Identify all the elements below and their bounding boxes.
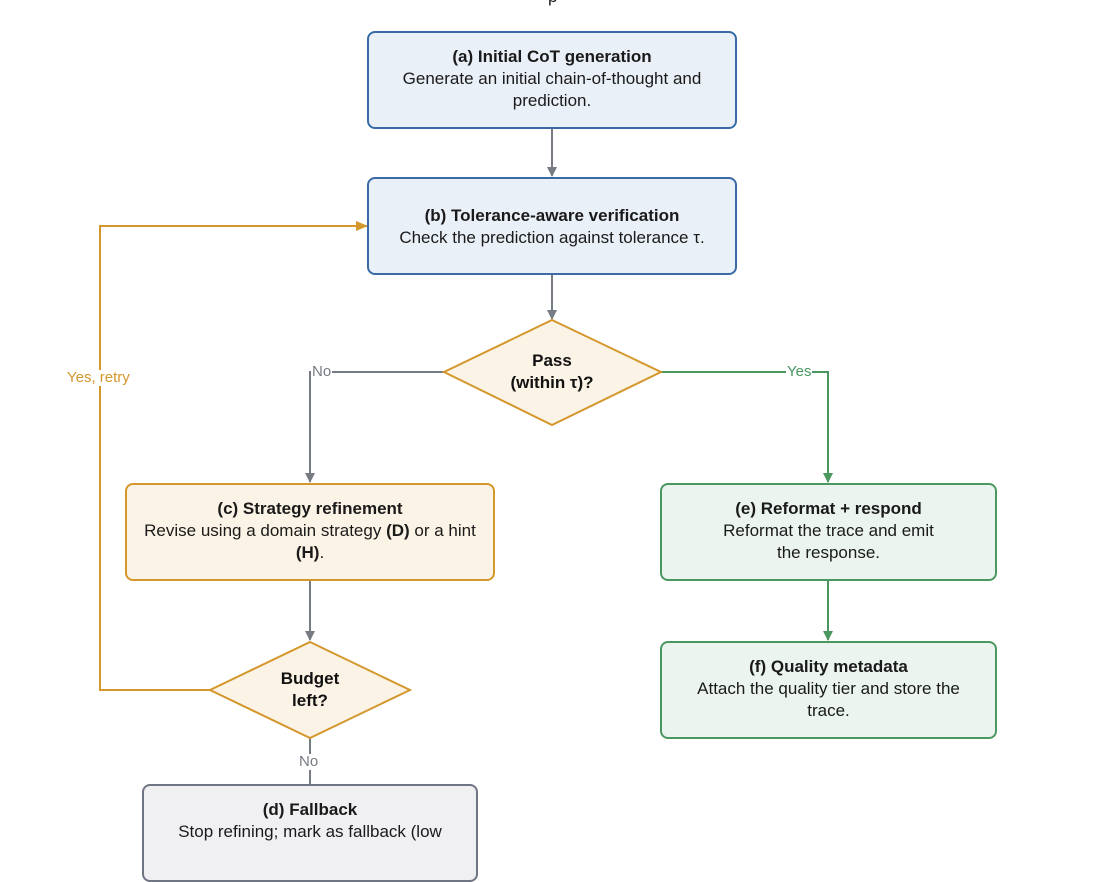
budget-decision-label: Budget left? [250,668,370,712]
node-c-desc-domain-strategy: (D) [386,521,410,540]
node-fallback: (d) Fallback Stop refining; mark as fall… [142,784,478,882]
node-initial-cot-generation: (a) Initial CoT generation Generate an i… [367,31,737,129]
pass-label-line2: (within τ)? [510,373,594,392]
edge-pass-yes-to-e [660,371,833,483]
flowchart-canvas [99,128,833,784]
node-strategy-refinement: (c) Strategy refinement Revise using a d… [125,483,495,581]
node-c-description: Revise using a domain strategy (D) or a … [133,520,487,564]
node-e-title: (e) Reformat + respond [735,499,922,518]
edge-label-budget-no: No [298,753,320,770]
header-partial-text: p [548,0,557,8]
node-d-title: (d) Fallback [262,800,358,819]
edge-label-pass-no: No [311,363,333,380]
budget-label-line1: Budget [280,669,340,688]
edge-label-pass-yes: Yes [786,363,813,380]
node-c-title: (c) Strategy refinement [217,499,403,518]
node-c-desc-part2: or a hint [409,521,476,540]
node-f-description: Attach the quality tier and store the tr… [697,679,960,720]
node-a-description: Generate an initial chain-of-thought and… [402,69,702,110]
edge-budget-retry-to-b [99,221,368,691]
budget-decision-diamond [207,640,413,740]
node-a-title: (a) Initial CoT generation [452,47,652,66]
node-e-description: Reformat the trace and emit the response… [723,521,934,562]
node-c-desc-hint: (H) [295,543,320,562]
node-reformat-respond: (e) Reformat + respond Reformat the trac… [660,483,997,581]
pass-decision-diamond [441,318,664,427]
node-c-desc-part3: . [319,543,325,562]
node-quality-metadata: (f) Quality metadata Attach the quality … [660,641,997,739]
edge-label-budget-retry: Yes, retry [66,369,131,386]
node-d-description: Stop refining; mark as fallback (low [178,822,442,841]
pass-label-line1: Pass [532,351,572,370]
budget-label-line2: left? [292,691,328,710]
node-tolerance-aware-verification: (b) Tolerance-aware verification Check t… [367,177,737,275]
node-f-title: (f) Quality metadata [749,657,908,676]
node-b-title: (b) Tolerance-aware verification [424,206,680,225]
edge-pass-no-to-c [305,371,444,483]
node-c-desc-part1: Revise using a domain strategy [144,521,387,540]
pass-decision-label: Pass (within τ)? [474,350,630,394]
node-b-description: Check the prediction against tolerance τ… [399,228,705,247]
